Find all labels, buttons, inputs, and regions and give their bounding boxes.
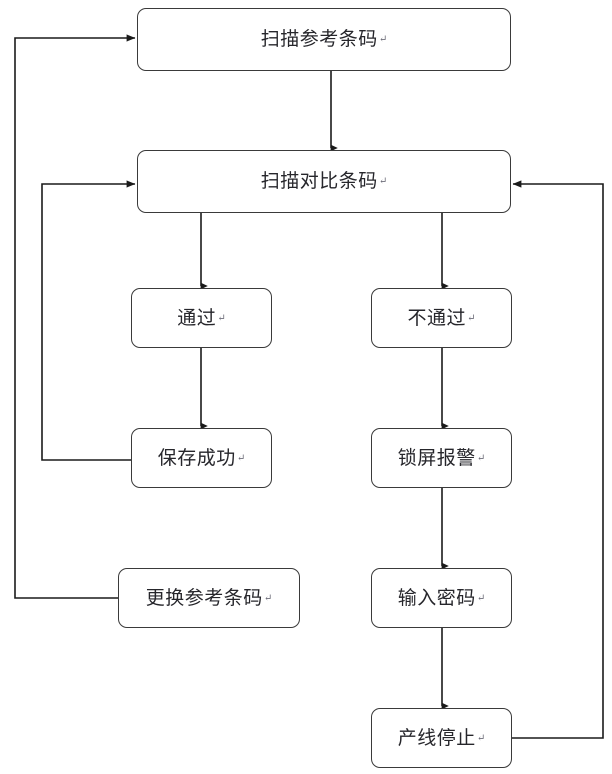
flow-node-fail[interactable]: 不通过↵ (371, 288, 512, 348)
flow-node-label: 更换参考条码 (145, 587, 263, 609)
flow-node-pass[interactable]: 通过↵ (131, 288, 272, 348)
flow-node-save-success[interactable]: 保存成功↵ (131, 428, 272, 488)
flow-node-scan-reference-barcode[interactable]: 扫描参考条码↵ (137, 8, 511, 71)
flow-node-production-line-stop[interactable]: 产线停止↵ (371, 708, 512, 768)
flow-node-enter-password[interactable]: 输入密码↵ (371, 568, 512, 628)
flow-node-scan-compare-barcode[interactable]: 扫描对比条码↵ (137, 150, 511, 213)
flow-node-label: 扫描参考条码 (260, 29, 378, 50)
flow-node-label: 锁屏报警 (397, 447, 476, 469)
flow-node-label: 不通过 (407, 307, 467, 329)
flow-node-label: 扫描对比条码 (260, 171, 378, 192)
paragraph-mark-icon: ↵ (476, 732, 486, 744)
edge-change-reference-to-scan-reference (14, 34, 136, 599)
edge-production-line-stop-to-scan-compare (512, 180, 604, 739)
edge-save-success-to-scan-compare (41, 180, 136, 461)
flow-node-label: 输入密码 (397, 587, 476, 609)
paragraph-mark-icon: ↵ (378, 176, 388, 187)
paragraph-mark-icon: ↵ (476, 592, 486, 604)
flow-node-lock-screen-alarm[interactable]: 锁屏报警↵ (371, 428, 512, 488)
flow-node-label: 通过 (177, 307, 217, 329)
paragraph-mark-icon: ↵ (263, 592, 273, 604)
flow-node-label: 产线停止 (397, 727, 476, 749)
paragraph-mark-icon: ↵ (217, 312, 226, 324)
paragraph-mark-icon: ↵ (467, 312, 476, 324)
flow-node-label: 保存成功 (157, 447, 236, 469)
paragraph-mark-icon: ↵ (236, 452, 246, 464)
paragraph-mark-icon: ↵ (378, 34, 388, 45)
flow-node-change-reference-barcode[interactable]: 更换参考条码↵ (118, 568, 300, 628)
paragraph-mark-icon: ↵ (476, 452, 486, 464)
